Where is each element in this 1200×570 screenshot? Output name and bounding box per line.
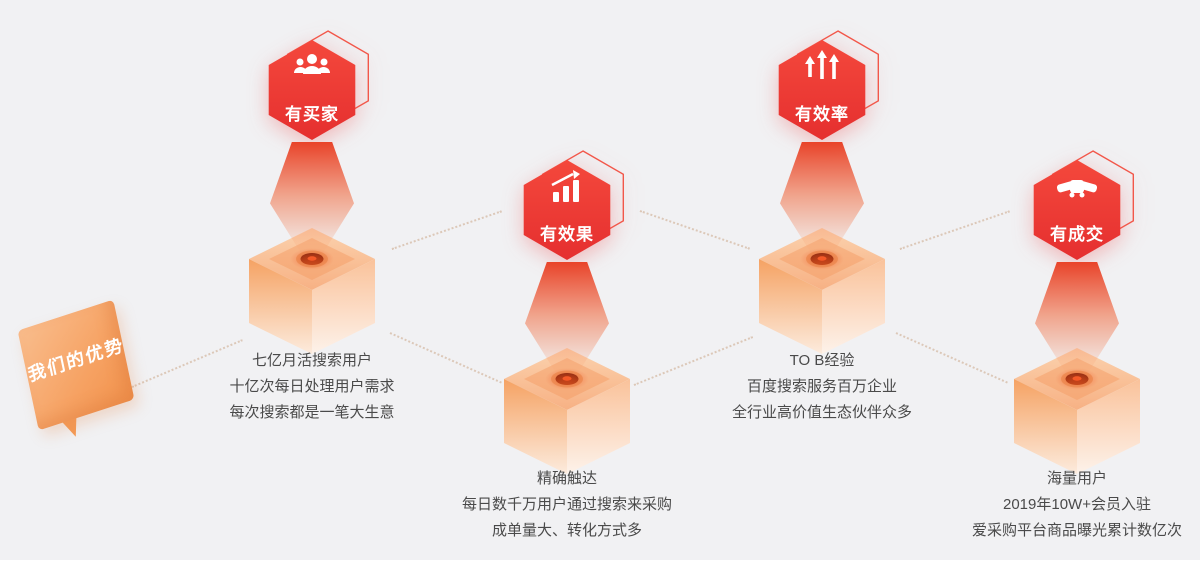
advantage-text-buyers: 七亿月活搜索用户 十亿次每日处理用户需求 每次搜索都是一笔大生意 — [152, 348, 472, 426]
advantage-group-deals: 有成交 海量用户 2019年10W+会员入驻 爱采购平台商品曝光累计数亿次 — [917, 0, 1200, 570]
badge-label: 有成交 — [1050, 225, 1104, 244]
hexagon-badge — [778, 30, 880, 140]
handshake-icon — [1056, 180, 1098, 198]
hexagon-badge — [1033, 150, 1135, 260]
cube-graphic — [759, 228, 885, 354]
badge-label: 有效率 — [795, 105, 849, 124]
badge-label: 有效果 — [540, 225, 594, 244]
bar-chart-icon — [551, 170, 580, 202]
text-line: 每次搜索都是一笔大生意 — [229, 404, 395, 421]
text-line: 百度搜索服务百万企业 — [746, 378, 897, 395]
text-line: TO B经验 — [789, 352, 855, 369]
badge-deals: 有成交 — [1023, 150, 1143, 265]
buyers-icon — [294, 54, 330, 74]
badge-results: 有效果 — [513, 150, 633, 265]
text-line: 精确触达 — [536, 470, 597, 487]
text-line: 七亿月活搜索用户 — [251, 352, 372, 369]
advantage-text-deals: 海量用户 2019年10W+会员入驻 爱采购平台商品曝光累计数亿次 — [917, 466, 1200, 544]
text-line: 全行业高价值生态伙伴众多 — [731, 404, 912, 421]
advantage-text-efficiency: TO B经验 百度搜索服务百万企业 全行业高价值生态伙伴众多 — [662, 348, 982, 426]
cube-graphic — [504, 348, 630, 474]
badge-efficiency: 有效率 — [768, 30, 888, 145]
text-line: 2019年10W+会员入驻 — [1003, 496, 1151, 513]
hexagon-badge — [268, 30, 370, 140]
badge-label: 有买家 — [285, 105, 339, 124]
text-line: 成单量大、转化方式多 — [491, 522, 642, 539]
text-line: 爱采购平台商品曝光累计数亿次 — [971, 522, 1182, 539]
arrows-up-icon — [805, 50, 839, 79]
advantage-text-results: 精确触达 每日数千万用户通过搜索来采购 成单量大、转化方式多 — [407, 466, 727, 544]
cube-graphic — [1014, 348, 1140, 474]
badge-buyers: 有买家 — [258, 30, 378, 145]
bottom-divider — [0, 560, 1200, 570]
text-line: 十亿次每日处理用户需求 — [229, 378, 395, 395]
hexagon-badge — [523, 150, 625, 260]
text-line: 每日数千万用户通过搜索来采购 — [461, 496, 672, 513]
text-line: 海量用户 — [1046, 470, 1107, 487]
cube-graphic — [249, 228, 375, 354]
advantages-bubble: 我们的优势 — [16, 299, 146, 466]
